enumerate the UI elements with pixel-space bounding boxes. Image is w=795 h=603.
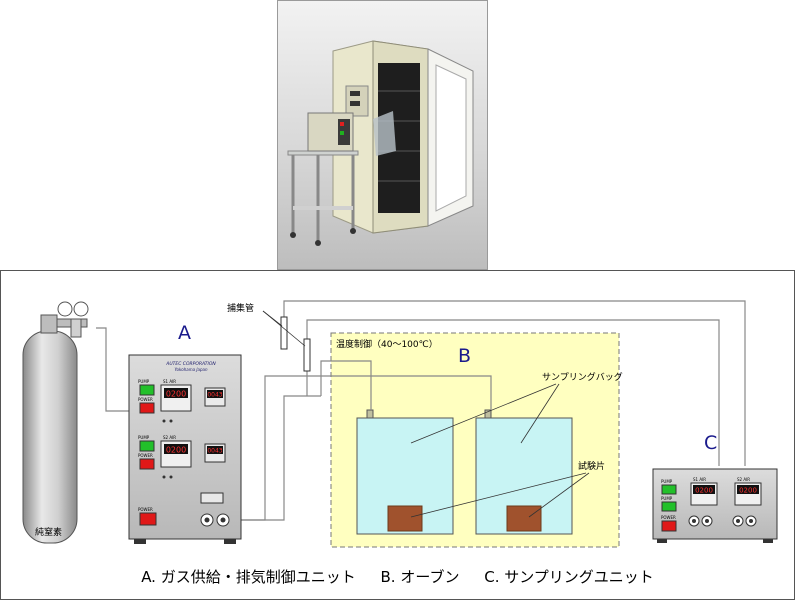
unit-a-pump-label-2: PUMP: [138, 435, 150, 440]
unit-a-brand: AUTEC CORPORATION: [165, 361, 216, 367]
unit-c-power-label: POWER: [661, 515, 676, 520]
unit-c-display-2: 0200: [739, 487, 757, 495]
unit-a-main-power-label: POWER: [138, 507, 153, 512]
legend-c: C. サンプリングユニット: [484, 568, 654, 586]
unit-c-pump-button-1[interactable]: [661, 484, 677, 495]
unit-a-main-power-button[interactable]: [139, 512, 157, 526]
unit-a-location: Yokohama Japan: [175, 367, 208, 372]
label-c: C: [704, 432, 717, 454]
nitrogen-label: 純窒素: [35, 526, 62, 538]
unit-a-power-label-2: POWER: [138, 453, 153, 458]
unit-c-pump-label-2: PUMP: [661, 496, 673, 501]
unit-a-ch1-label: S1 AIR: [163, 379, 176, 384]
unit-a-display-2: 0200: [166, 446, 186, 455]
unit-a-flowmeter: [200, 492, 224, 504]
collection-tube-2: [303, 338, 311, 372]
unit-c-pump-button-2[interactable]: [661, 501, 677, 512]
tubing-lines: [96, 300, 746, 521]
unit-a-display-1: 0200: [166, 390, 186, 399]
nitrogen-cylinder: [22, 301, 89, 544]
unit-a-pump-label-1: PUMP: [138, 379, 150, 384]
unit-a-power-label-1: POWER: [138, 397, 153, 402]
legend-caption: A. ガス供給・排気制御ユニット B. オーブン C. サンプリングユニット: [0, 566, 795, 587]
bag-2-valve-icon: [484, 409, 492, 419]
label-b: B: [458, 345, 471, 367]
apparatus-photo-drawing: [287, 40, 474, 246]
legend-b: B. オーブン: [380, 568, 460, 586]
unit-a-power-button-1[interactable]: [139, 402, 155, 414]
unit-c-display-1: 0200: [695, 487, 713, 495]
sampling-bag-label: サンプリングバッグ: [542, 371, 623, 383]
specimen-label: 試験片: [578, 460, 605, 472]
system-diagram: 温度制御（40～100℃） B サンプリングバッグ 試験片: [0, 270, 795, 600]
label-a: A: [178, 322, 191, 344]
specimen-2: [506, 505, 542, 532]
unit-a-ch2-label: S2 AIR: [163, 435, 176, 440]
unit-c-ch1-label: S1 AIR: [693, 477, 706, 482]
system-diagram-drawing: 温度制御（40～100℃） B サンプリングバッグ 試験片: [22, 300, 778, 548]
unit-c-power-button[interactable]: [661, 520, 677, 532]
collection-tube-1: [280, 316, 288, 350]
temperature-control-label: 温度制御（40～100℃）: [336, 338, 438, 350]
unit-a-small-display-2: 0043: [207, 448, 222, 455]
bag-1-valve-icon: [366, 409, 374, 419]
legend-a: A. ガス供給・排気制御ユニット: [141, 568, 356, 586]
apparatus-photo: [277, 0, 488, 270]
unit-a-pump-button-2[interactable]: [139, 440, 155, 452]
unit-a: AUTEC CORPORATION Yokohama Japan PUMP PO…: [128, 354, 242, 544]
unit-a-power-button-2[interactable]: [139, 458, 155, 470]
specimen-1: [387, 505, 423, 532]
unit-a-small-display-1: 0043: [207, 392, 222, 399]
unit-c-ch2-label: S2 AIR: [737, 477, 750, 482]
unit-c: PUMP PUMP POWER S1 AIR 0200 S2 AIR 0200: [652, 468, 778, 543]
unit-a-pump-button-1[interactable]: [139, 384, 155, 396]
unit-c-pump-label-1: PUMP: [661, 479, 673, 484]
collection-tube-label: 捕集管: [227, 302, 254, 314]
